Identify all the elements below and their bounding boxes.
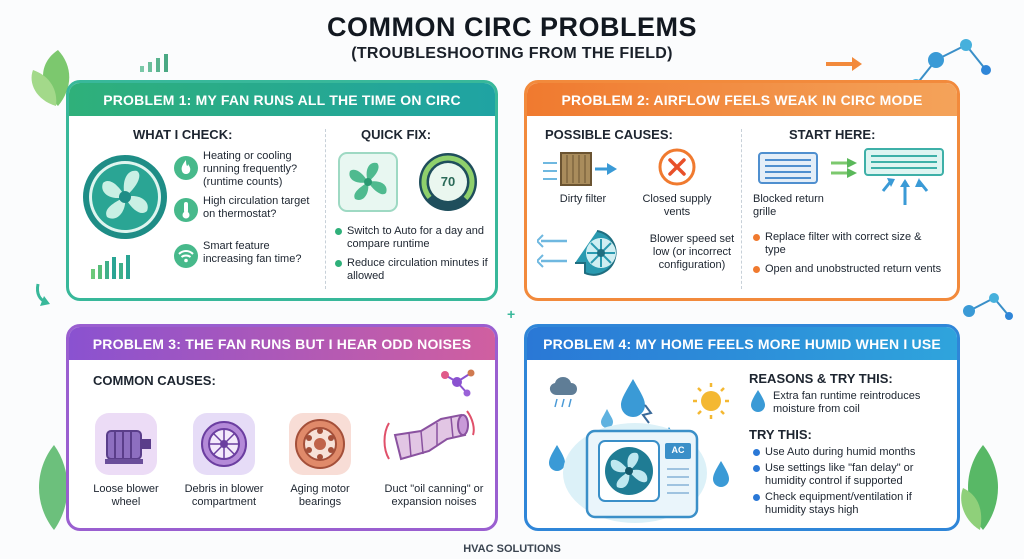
- fix-1: Switch to Auto for a day and compare run…: [335, 225, 495, 251]
- check-2-text: High circulation target on thermostat?: [203, 195, 310, 220]
- leaf-decoration-bottom-left: [39, 445, 68, 530]
- fan-box-icon: [338, 152, 398, 212]
- action-1: Replace filter with correct size & type: [753, 231, 943, 257]
- problem-3-card: PROBLEM 3: THE FAN RUNS BUT I HEAR ODD N…: [66, 324, 498, 531]
- page-title: COMMON CIRC PROBLEMS: [327, 12, 697, 42]
- return-grille-icon: [758, 152, 818, 184]
- blower-icon: [537, 230, 617, 276]
- open-vent-icon: [864, 148, 944, 205]
- thermometer-icon: [174, 198, 198, 222]
- arrow-right-icon: [826, 57, 862, 71]
- problem-2-heading: PROBLEM 2: AIRFLOW FEELS WEAK IN CIRC MO…: [527, 83, 957, 116]
- start-here-label: START HERE:: [789, 127, 876, 142]
- reason-text: Extra fan runtime reintroduces moisture …: [773, 390, 921, 415]
- signal-bars-icon: [140, 54, 168, 72]
- problem-4-card: PROBLEM 4: MY HOME FEELS MORE HUMID WHEN…: [524, 324, 960, 531]
- problem-2-card: PROBLEM 2: AIRFLOW FEELS WEAK IN CIRC MO…: [524, 80, 960, 301]
- problem-1-heading: PROBLEM 1: MY FAN RUNS ALL THE TIME ON C…: [69, 83, 495, 116]
- fix-2: Reduce circulation minutes if allowed: [335, 257, 495, 283]
- blocked-grille-label: Blocked return grille: [753, 193, 824, 218]
- fix-1-text: Switch to Auto for a day and compare run…: [347, 225, 484, 250]
- plus-icon: +: [507, 306, 516, 322]
- cause-3-label: Aging motor bearings: [290, 483, 350, 508]
- closed-vents-label: Closed supply vents: [642, 193, 712, 218]
- blower-speed-label: Blower speed set low (or incorrect confi…: [649, 233, 735, 271]
- ac-label: AC: [671, 445, 685, 455]
- problem-3-heading: PROBLEM 3: THE FAN RUNS BUT I HEAR ODD N…: [69, 327, 495, 360]
- action-2: Open and unobstructed return vents: [753, 263, 943, 276]
- duct-noise-icon: [383, 410, 475, 461]
- check-1-text: Heating or cooling running frequently? (…: [203, 150, 298, 188]
- molecule-icon-small: [441, 369, 475, 397]
- cause-1-label: Loose blower wheel: [93, 483, 159, 508]
- thermostat-dial: [419, 153, 477, 211]
- flame-icon: [174, 156, 198, 180]
- cause-4-label: Duct "oil canning" or expansion noises: [384, 483, 484, 508]
- possible-causes-label: POSSIBLE CAUSES:: [545, 127, 673, 142]
- section-divider: [741, 129, 742, 289]
- dirty-filter-label: Dirty filter: [559, 193, 607, 205]
- action-2-text: Open and unobstructed return vents: [765, 263, 942, 275]
- problem-1-card: PROBLEM 1: MY FAN RUNS ALL THE TIME ON C…: [66, 80, 498, 301]
- airflow-arrows-icon: [831, 158, 857, 178]
- tip-1-text: Use Auto during humid months: [765, 446, 916, 458]
- humid-ac-illustration: [549, 377, 729, 523]
- tip-3-text: Check equipment/ventilation if humidity …: [765, 491, 912, 516]
- molecule-icon-right: [963, 293, 1013, 320]
- bar-chart-icon: [91, 255, 130, 279]
- reasons-label: REASONS & TRY THIS:: [749, 371, 893, 386]
- wifi-icon: [174, 244, 198, 268]
- debris-compartment-icon: [193, 413, 255, 475]
- footer-brand: HVAC SOLUTIONS: [463, 543, 561, 555]
- water-drop-icon: [751, 390, 765, 412]
- cause-2-label: Debris in blower compartment: [184, 483, 264, 508]
- page-subtitle: (TROUBLESHOOTING FROM THE FIELD): [351, 45, 673, 62]
- dirty-filter-icon: [543, 152, 617, 186]
- check-3-text: Smart feature increasing fan time?: [203, 240, 302, 265]
- closed-vent-icon: [658, 148, 696, 186]
- blower-wheel-icon: [95, 413, 157, 475]
- tip-3: Check equipment/ventilation if humidity …: [753, 491, 949, 517]
- common-causes-label: COMMON CAUSES:: [93, 373, 216, 388]
- what-i-check-label: WHAT I CHECK:: [133, 127, 233, 142]
- tip-2: Use settings like "fan delay" or humidit…: [753, 462, 949, 488]
- tip-2-text: Use settings like "fan delay" or humidit…: [765, 462, 914, 487]
- tip-1: Use Auto during humid months: [753, 446, 949, 459]
- try-this-label: TRY THIS:: [749, 427, 812, 442]
- section-divider: [325, 129, 326, 289]
- thermostat-value: 70: [440, 174, 456, 189]
- action-1-text: Replace filter with correct size & type: [765, 231, 922, 256]
- curved-arrow-left-icon: [36, 283, 50, 306]
- problem-4-heading: PROBLEM 4: MY HOME FEELS MORE HUMID WHEN…: [527, 327, 957, 360]
- motor-bearings-icon: [289, 413, 351, 475]
- fan-icon: [83, 155, 167, 239]
- leaf-decoration-bottom-right: [961, 445, 998, 530]
- quick-fix-label: QUICK FIX:: [361, 127, 432, 142]
- fix-2-text: Reduce circulation minutes if allowed: [347, 257, 488, 282]
- leaf-decoration-top-left: [31, 50, 70, 106]
